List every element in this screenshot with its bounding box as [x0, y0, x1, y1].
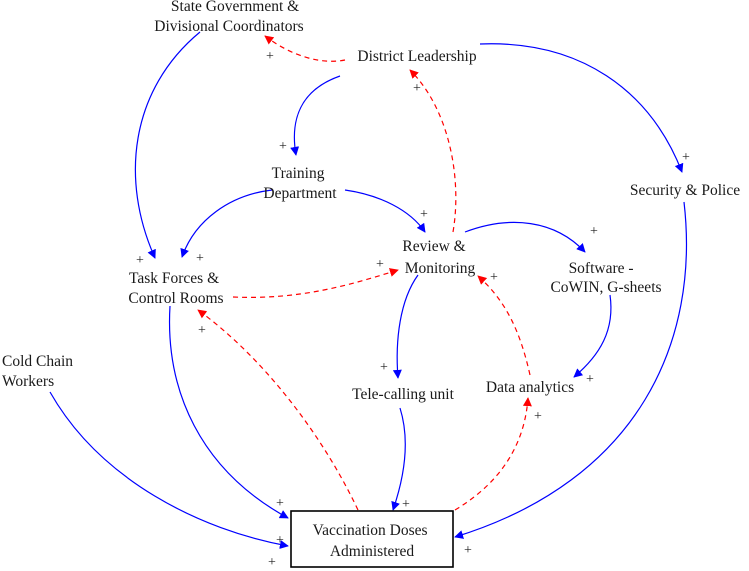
link-training-to-review [344, 189, 426, 233]
polarity-taskforces-to-review: + [376, 257, 384, 272]
polarity-district-to-security: + [682, 150, 690, 165]
node-software: Software - CoWIN, G-sheets [550, 260, 661, 296]
link-software-to-dataanalytics [573, 294, 612, 378]
polarity-state-to-taskforces: + [136, 253, 144, 268]
node-security-police: Security & Police [630, 182, 740, 199]
polarity-district-to-state: + [266, 49, 274, 64]
node-tele-calling: Tele-calling unit [352, 386, 454, 403]
node-cold-chain: Cold Chain Workers [2, 353, 77, 390]
polarity-coldchain-to-vaccination-2: + [268, 555, 276, 570]
link-training-to-taskforces [180, 189, 273, 258]
node-data-analytics: Data analytics [486, 379, 574, 396]
polarity-vaccination-to-taskforces: + [198, 323, 206, 338]
polarity-vaccination-to-dataanalytics: + [534, 409, 542, 424]
polarity-review-to-software: + [590, 224, 598, 239]
link-state-to-taskforces [134, 31, 201, 259]
polarity-dataanalytics-to-review: + [490, 270, 498, 285]
polarity-coldchain-to-vaccination: + [276, 533, 284, 548]
polarity-training-to-review: + [420, 207, 428, 222]
node-review-monitoring: Review & Monitoring [402, 238, 475, 277]
polarity-district-to-training: + [279, 139, 287, 154]
polarity-security-to-vaccination: + [464, 543, 472, 558]
polarity-training-to-taskforces: + [196, 251, 204, 266]
link-vaccination-to-dataanalytics [454, 397, 532, 511]
link-review-to-telecalling [392, 274, 419, 379]
link-dataanalytics-to-review [477, 275, 531, 376]
polarity-review-to-district: + [413, 81, 421, 96]
node-training-department: Training Department [263, 165, 337, 202]
vaccination-box [290, 510, 454, 568]
polarity-review-to-telecalling: + [380, 360, 388, 375]
node-task-forces: Task Forces & Control Rooms [128, 270, 223, 307]
link-taskforces-to-review [232, 268, 399, 298]
polarity-software-to-dataanalytics: + [586, 372, 594, 387]
link-district-to-security [479, 43, 684, 173]
node-state-government: State Government & Divisional Coordinato… [154, 0, 303, 35]
link-review-to-district [409, 69, 457, 233]
link-vaccination-to-taskforces [197, 309, 359, 511]
polarity-signs: + + + + + + + + + + + + + + + + + + + [136, 49, 690, 570]
link-telecalling-to-vaccination [391, 407, 406, 511]
link-district-to-training [290, 75, 341, 156]
link-taskforces-to-vaccination [168, 305, 289, 519]
node-vaccination: Vaccination Doses Administered [313, 522, 432, 560]
node-district-leadership: District Leadership [357, 48, 476, 65]
polarity-taskforces-to-vaccination: + [276, 496, 284, 511]
polarity-telecalling-to-vaccination: + [402, 497, 410, 512]
link-security-to-vaccination [454, 201, 688, 539]
link-coldchain-to-vaccination [49, 391, 289, 549]
link-district-to-state [264, 35, 346, 62]
link-review-to-software [464, 221, 586, 253]
